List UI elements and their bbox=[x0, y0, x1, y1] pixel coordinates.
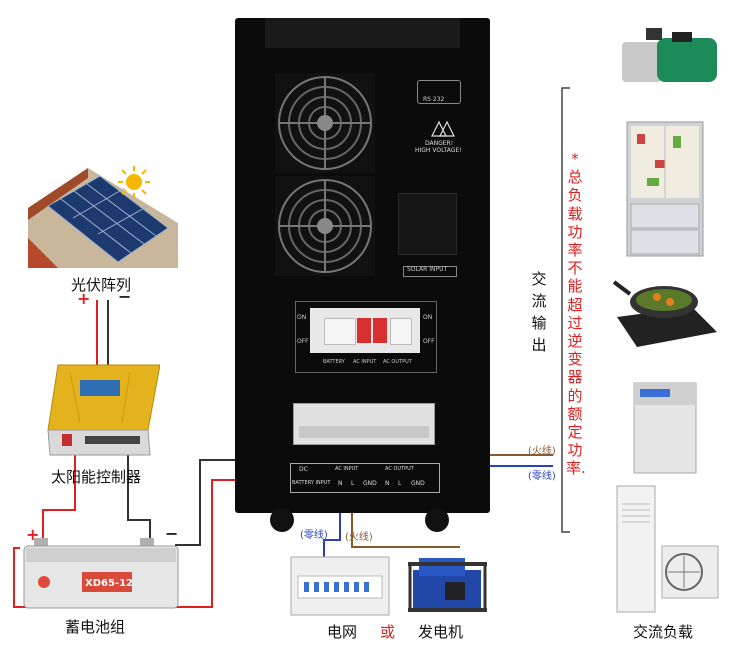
fan-bottom-icon bbox=[275, 176, 375, 276]
water-pump bbox=[612, 20, 727, 92]
neutral-wire-label-bottom: (零线) bbox=[300, 530, 328, 541]
battery-minus-sign: − bbox=[165, 524, 179, 543]
battery-plus-sign: + bbox=[26, 525, 40, 544]
washing-machine bbox=[630, 375, 700, 475]
warning-icon bbox=[431, 120, 455, 137]
breaker-label-ac-input: AC INPUT bbox=[353, 359, 377, 365]
ac-output-terminal-label: AC OUTPUT bbox=[385, 466, 414, 472]
danger-label: DANGER! bbox=[425, 140, 454, 147]
rs232-label: RS 232 bbox=[423, 96, 445, 103]
terminal-block bbox=[293, 403, 435, 445]
terminal-l-input: L bbox=[351, 480, 355, 487]
ac-input-terminal-label: AC INPUT bbox=[335, 466, 359, 472]
or-label: 或 bbox=[380, 623, 396, 641]
controller-battery-positive-wire bbox=[42, 440, 76, 548]
air-conditioner bbox=[612, 484, 722, 614]
generator-label: 发电机 bbox=[418, 623, 464, 641]
pv-array-label: 光伏阵列 bbox=[71, 276, 132, 294]
fan-top-icon bbox=[275, 73, 375, 173]
breaker-on-label-right: ON bbox=[423, 314, 433, 321]
live-wire-label: (火线) bbox=[528, 446, 556, 457]
breaker-off-label-left: OFF bbox=[297, 338, 309, 345]
wheel-left bbox=[270, 508, 294, 532]
controller-battery-negative-wire bbox=[127, 440, 151, 548]
refrigerator bbox=[625, 120, 705, 258]
pv-minus-sign: − bbox=[118, 287, 132, 306]
breaker-off-label-right: OFF bbox=[423, 338, 435, 345]
solar-input-badge bbox=[403, 266, 457, 277]
terminal-gnd-output: GND bbox=[411, 480, 425, 487]
solar-input-panel bbox=[398, 193, 457, 255]
load-warning-text: *总负载功率不能超过逆变器的额定功率. bbox=[566, 150, 586, 478]
wheel-right bbox=[425, 508, 449, 532]
ac-output-bracket bbox=[561, 87, 570, 533]
inverter-cabinet: RS 232 DANGER! HIGH VOLTAGE! SOLAR INPUT… bbox=[235, 18, 490, 513]
breaker-label-ac-output: AC OUTPUT bbox=[383, 359, 412, 365]
terminal-n-output: N bbox=[385, 480, 390, 487]
generator bbox=[405, 548, 490, 618]
breaker-label-battery: BATTERY bbox=[323, 359, 345, 365]
ac-output-label: 交流输出 bbox=[531, 270, 547, 354]
grid-panel bbox=[290, 556, 390, 616]
solar-controller bbox=[40, 360, 161, 460]
solar-panel-house bbox=[28, 168, 178, 268]
terminal-gnd-input: GND bbox=[363, 480, 377, 487]
terminal-label-strip bbox=[290, 463, 440, 493]
dc-label: DC bbox=[299, 466, 308, 473]
battery bbox=[22, 538, 180, 610]
controller-label: 太阳能控制器 bbox=[51, 468, 142, 486]
ac-load-label: 交流负载 bbox=[633, 623, 694, 641]
terminal-n-input: N bbox=[338, 480, 343, 487]
battery-input-label: BATTERY INPUT bbox=[292, 480, 331, 486]
breaker-on-label-left: ON bbox=[297, 314, 307, 321]
sun-icon bbox=[117, 165, 151, 203]
pv-plus-sign: + bbox=[77, 289, 91, 308]
grid-label: 电网 bbox=[327, 623, 358, 641]
solar-input-label: SOLAR INPUT bbox=[407, 266, 448, 273]
induction-cooker bbox=[612, 272, 720, 354]
rs232-port bbox=[417, 80, 461, 104]
breakers bbox=[310, 308, 420, 353]
terminal-l-output: L bbox=[398, 480, 402, 487]
live-wire-label-bottom: (火线) bbox=[345, 532, 373, 543]
breaker-panel bbox=[295, 301, 437, 373]
battery-model: XD65-12 bbox=[85, 578, 133, 589]
neutral-wire-label: (零线) bbox=[528, 471, 556, 482]
high-voltage-label: HIGH VOLTAGE! bbox=[415, 147, 462, 154]
battery-label: 蓄电池组 bbox=[65, 618, 126, 636]
